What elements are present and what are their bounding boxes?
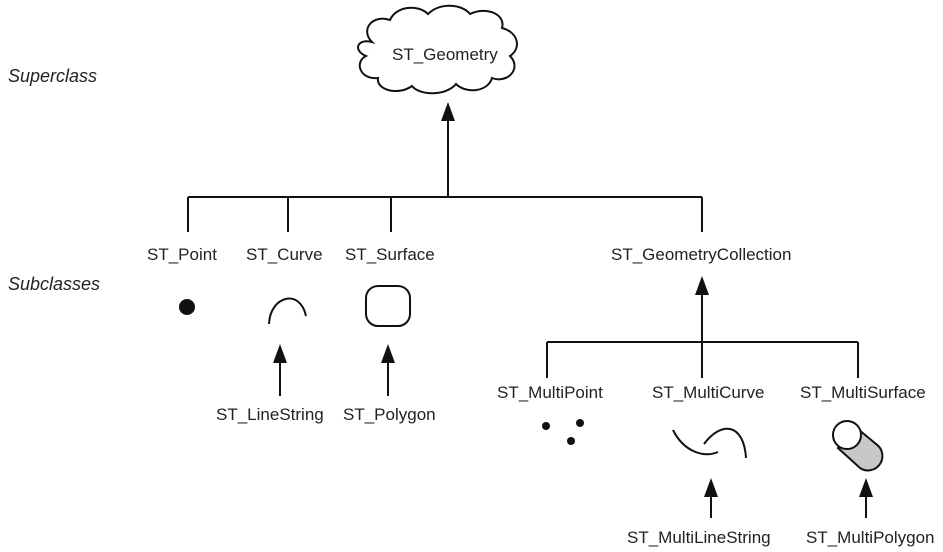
surface-icon [365,285,411,327]
arrowhead-multicurve [704,478,718,497]
arrowhead-geometry [441,102,455,121]
node-st-linestring: ST_LineString [216,405,324,424]
node-st-polygon: ST_Polygon [343,405,436,424]
node-st-surface: ST_Surface [345,245,435,264]
arrowhead-collection [695,276,709,295]
node-st-multilinestring: ST_MultiLineString [627,528,771,547]
node-st-multicurve: ST_MultiCurve [652,383,764,402]
subclasses-label: Subclasses [8,274,100,294]
node-st-multipolygon: ST_MultiPolygon [806,528,935,547]
multipoint-icon [542,419,584,445]
node-st-geometrycollection: ST_GeometryCollection [611,245,791,264]
point-icon [179,299,195,315]
node-st-point: ST_Point [147,245,217,264]
node-st-multisurface: ST_MultiSurface [800,383,926,402]
multicurve-icon [672,427,747,459]
curve-icon [268,297,307,325]
arrowhead-curve [273,344,287,363]
arrowhead-surface [381,344,395,363]
node-st-multipoint: ST_MultiPoint [497,383,603,402]
arrowhead-multisurface [859,478,873,497]
geometry-cloud-shape [357,4,518,95]
node-st-curve: ST_Curve [246,245,323,264]
multisurface-icon [832,420,884,472]
node-st-geometry: ST_Geometry [392,45,498,64]
superclass-label: Superclass [8,66,97,86]
